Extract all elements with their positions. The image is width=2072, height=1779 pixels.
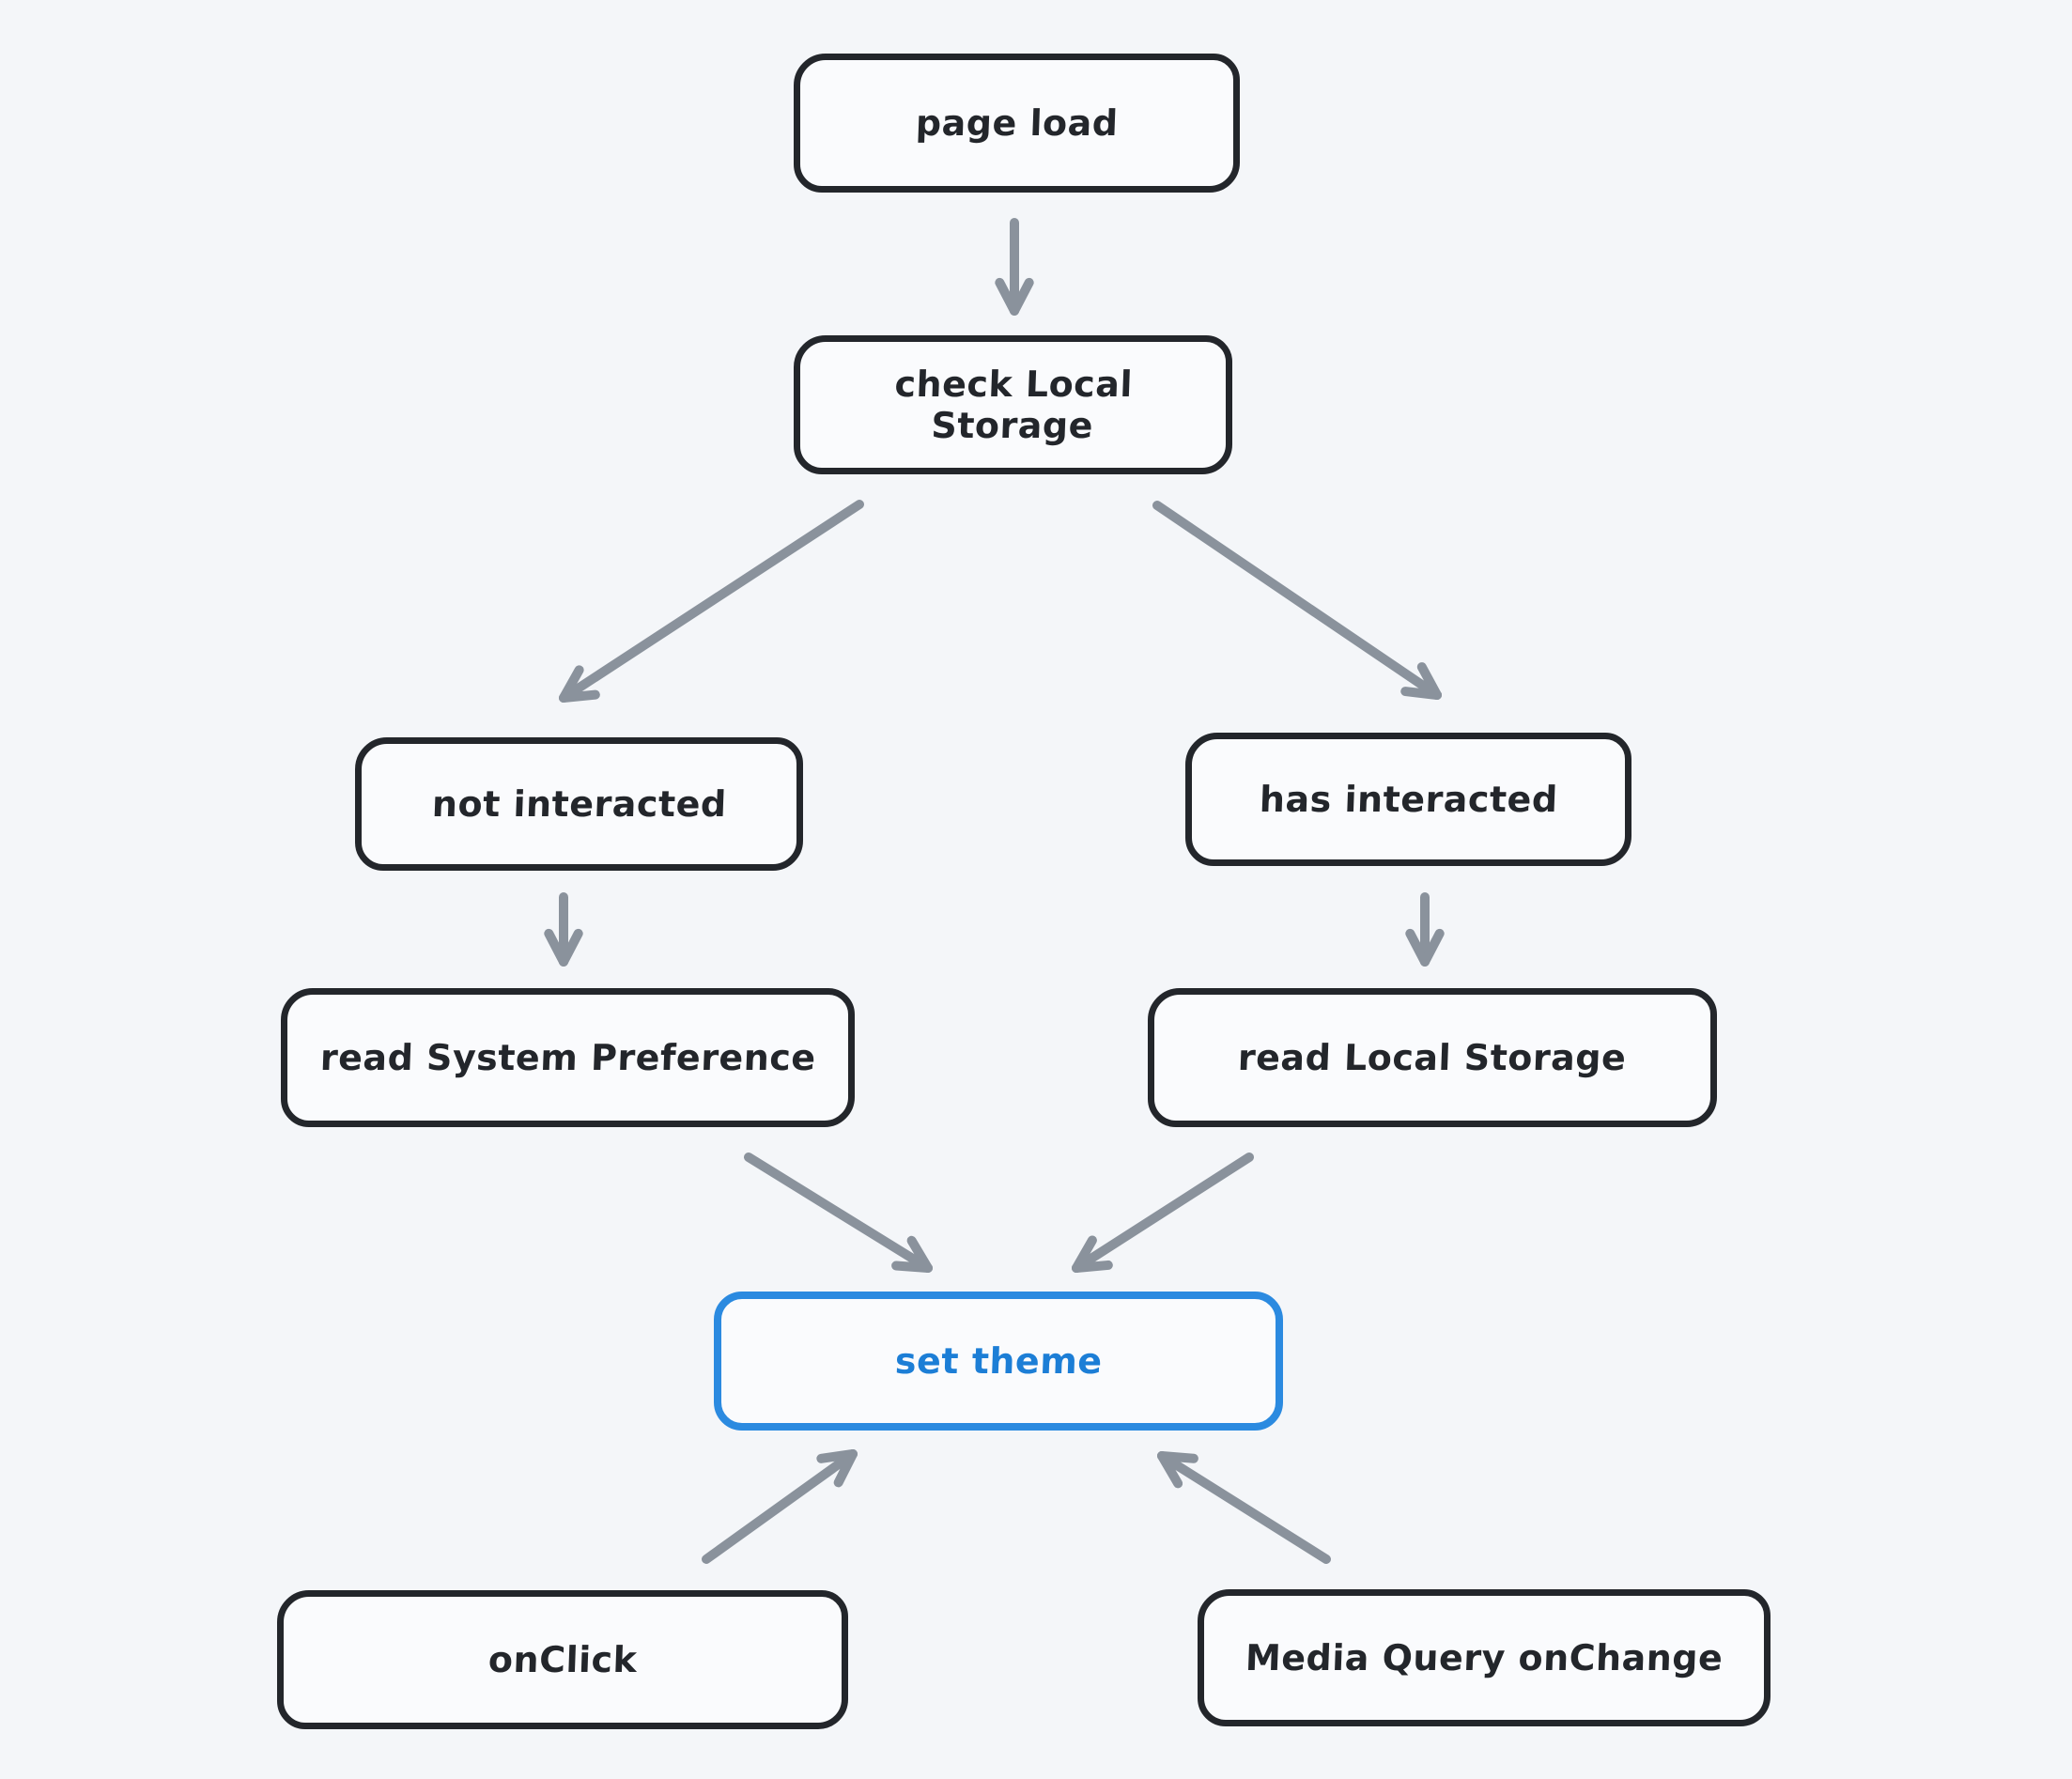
arrow-not-interacted-to-read-system-preference <box>544 892 583 967</box>
node-label: has interacted <box>1258 779 1559 820</box>
node-label: not interacted <box>430 783 728 825</box>
node-label: set theme <box>893 1340 1104 1382</box>
flowchart-node-read-system-preference: read System Preference <box>281 988 855 1127</box>
node-label: check Local Storage <box>893 364 1134 446</box>
flowchart-node-onclick: onClick <box>277 1590 848 1729</box>
node-label: onClick <box>487 1639 638 1680</box>
flowchart-node-page-load: page load <box>794 54 1240 193</box>
arrow-check-local-storage-to-not-interacted <box>559 500 864 703</box>
flowchart-node-media-query-onchange: Media Query onChange <box>1198 1589 1770 1726</box>
flowchart-node-not-interacted: not interacted <box>355 737 803 871</box>
node-label: read Local Storage <box>1237 1037 1628 1078</box>
node-label: page load <box>914 102 1120 144</box>
arrow-onclick-to-set-theme <box>702 1449 858 1564</box>
arrow-has-interacted-to-read-local-storage <box>1405 892 1445 967</box>
flowchart-node-set-theme: set theme <box>714 1292 1283 1431</box>
arrow-read-local-storage-to-set-theme <box>1072 1152 1254 1273</box>
flowchart-node-check-local-storage: check Local Storage <box>794 335 1232 474</box>
node-label: Media Query onChange <box>1245 1637 1724 1678</box>
flowchart-node-has-interacted: has interacted <box>1185 733 1631 866</box>
flowchart-node-read-local-storage: read Local Storage <box>1148 988 1717 1127</box>
node-label: read System Preference <box>318 1037 817 1078</box>
arrow-page-load-to-check-local-storage <box>995 218 1034 316</box>
arrow-check-local-storage-to-has-interacted <box>1152 501 1442 700</box>
arrow-read-system-preference-to-set-theme <box>744 1152 933 1273</box>
arrow-media-query-onchange-to-set-theme <box>1157 1451 1331 1564</box>
